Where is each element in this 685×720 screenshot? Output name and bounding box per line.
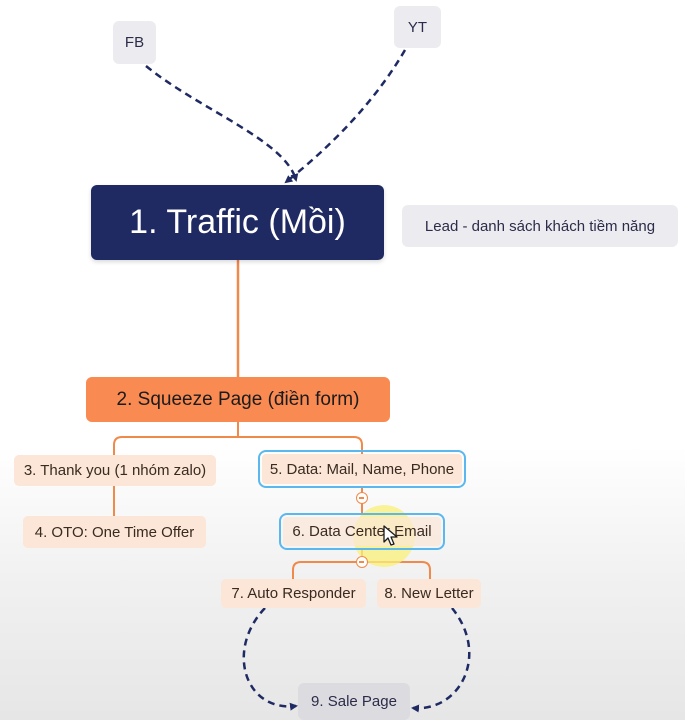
data-center-node[interactable]: 6. Data Center Email <box>279 513 445 550</box>
autoresponder-to-salepage-arrow <box>242 607 298 711</box>
lead-note-label: Lead - danh sách khách tiềm năng <box>424 217 656 235</box>
new-letter-node[interactable]: 8. New Letter <box>377 579 481 608</box>
auto-responder-label: 7. Auto Responder <box>231 585 356 602</box>
newletter-to-salepage-arrow <box>411 607 471 713</box>
sale-page-label: 9. Sale Page <box>311 693 397 710</box>
lead-note[interactable]: Lead - danh sách khách tiềm năng <box>402 205 678 247</box>
yt-label: YT <box>407 18 428 36</box>
thank-you-node[interactable]: 3. Thank you (1 nhóm zalo) <box>14 455 216 486</box>
oto-label: 4. OTO: One Time Offer <box>34 523 195 541</box>
data-label: 5. Data: Mail, Name, Phone <box>269 460 455 478</box>
auto-responder-node[interactable]: 7. Auto Responder <box>221 579 366 608</box>
squeeze-page-node[interactable]: 2. Squeeze Page (điền form) <box>86 377 390 422</box>
data-node[interactable]: 5. Data: Mail, Name, Phone <box>258 450 466 488</box>
mouse-cursor-icon <box>383 525 398 546</box>
oto-node[interactable]: 4. OTO: One Time Offer <box>23 516 206 548</box>
traffic-node[interactable]: 1. Traffic (Mồi) <box>91 185 384 260</box>
new-letter-label: 8. New Letter <box>384 585 474 602</box>
sale-page-node[interactable]: 9. Sale Page <box>298 683 410 720</box>
squeeze-branch-line <box>113 436 363 455</box>
fb-label: FB <box>124 34 145 51</box>
collapse-toggle-data[interactable] <box>356 492 368 504</box>
collapse-toggle-datacenter[interactable] <box>356 556 368 568</box>
thank-you-label: 3. Thank you (1 nhóm zalo) <box>23 462 207 479</box>
traffic-label: 1. Traffic (Mồi) <box>129 203 346 241</box>
fb-node[interactable]: FB <box>113 21 156 64</box>
data-center-label: 6. Data Center Email <box>292 523 432 540</box>
yt-to-traffic-arrow <box>284 49 407 184</box>
squeeze-page-label: 2. Squeeze Page (điền form) <box>116 388 360 410</box>
yt-node[interactable]: YT <box>394 6 441 48</box>
fb-to-traffic-arrow <box>145 65 299 182</box>
